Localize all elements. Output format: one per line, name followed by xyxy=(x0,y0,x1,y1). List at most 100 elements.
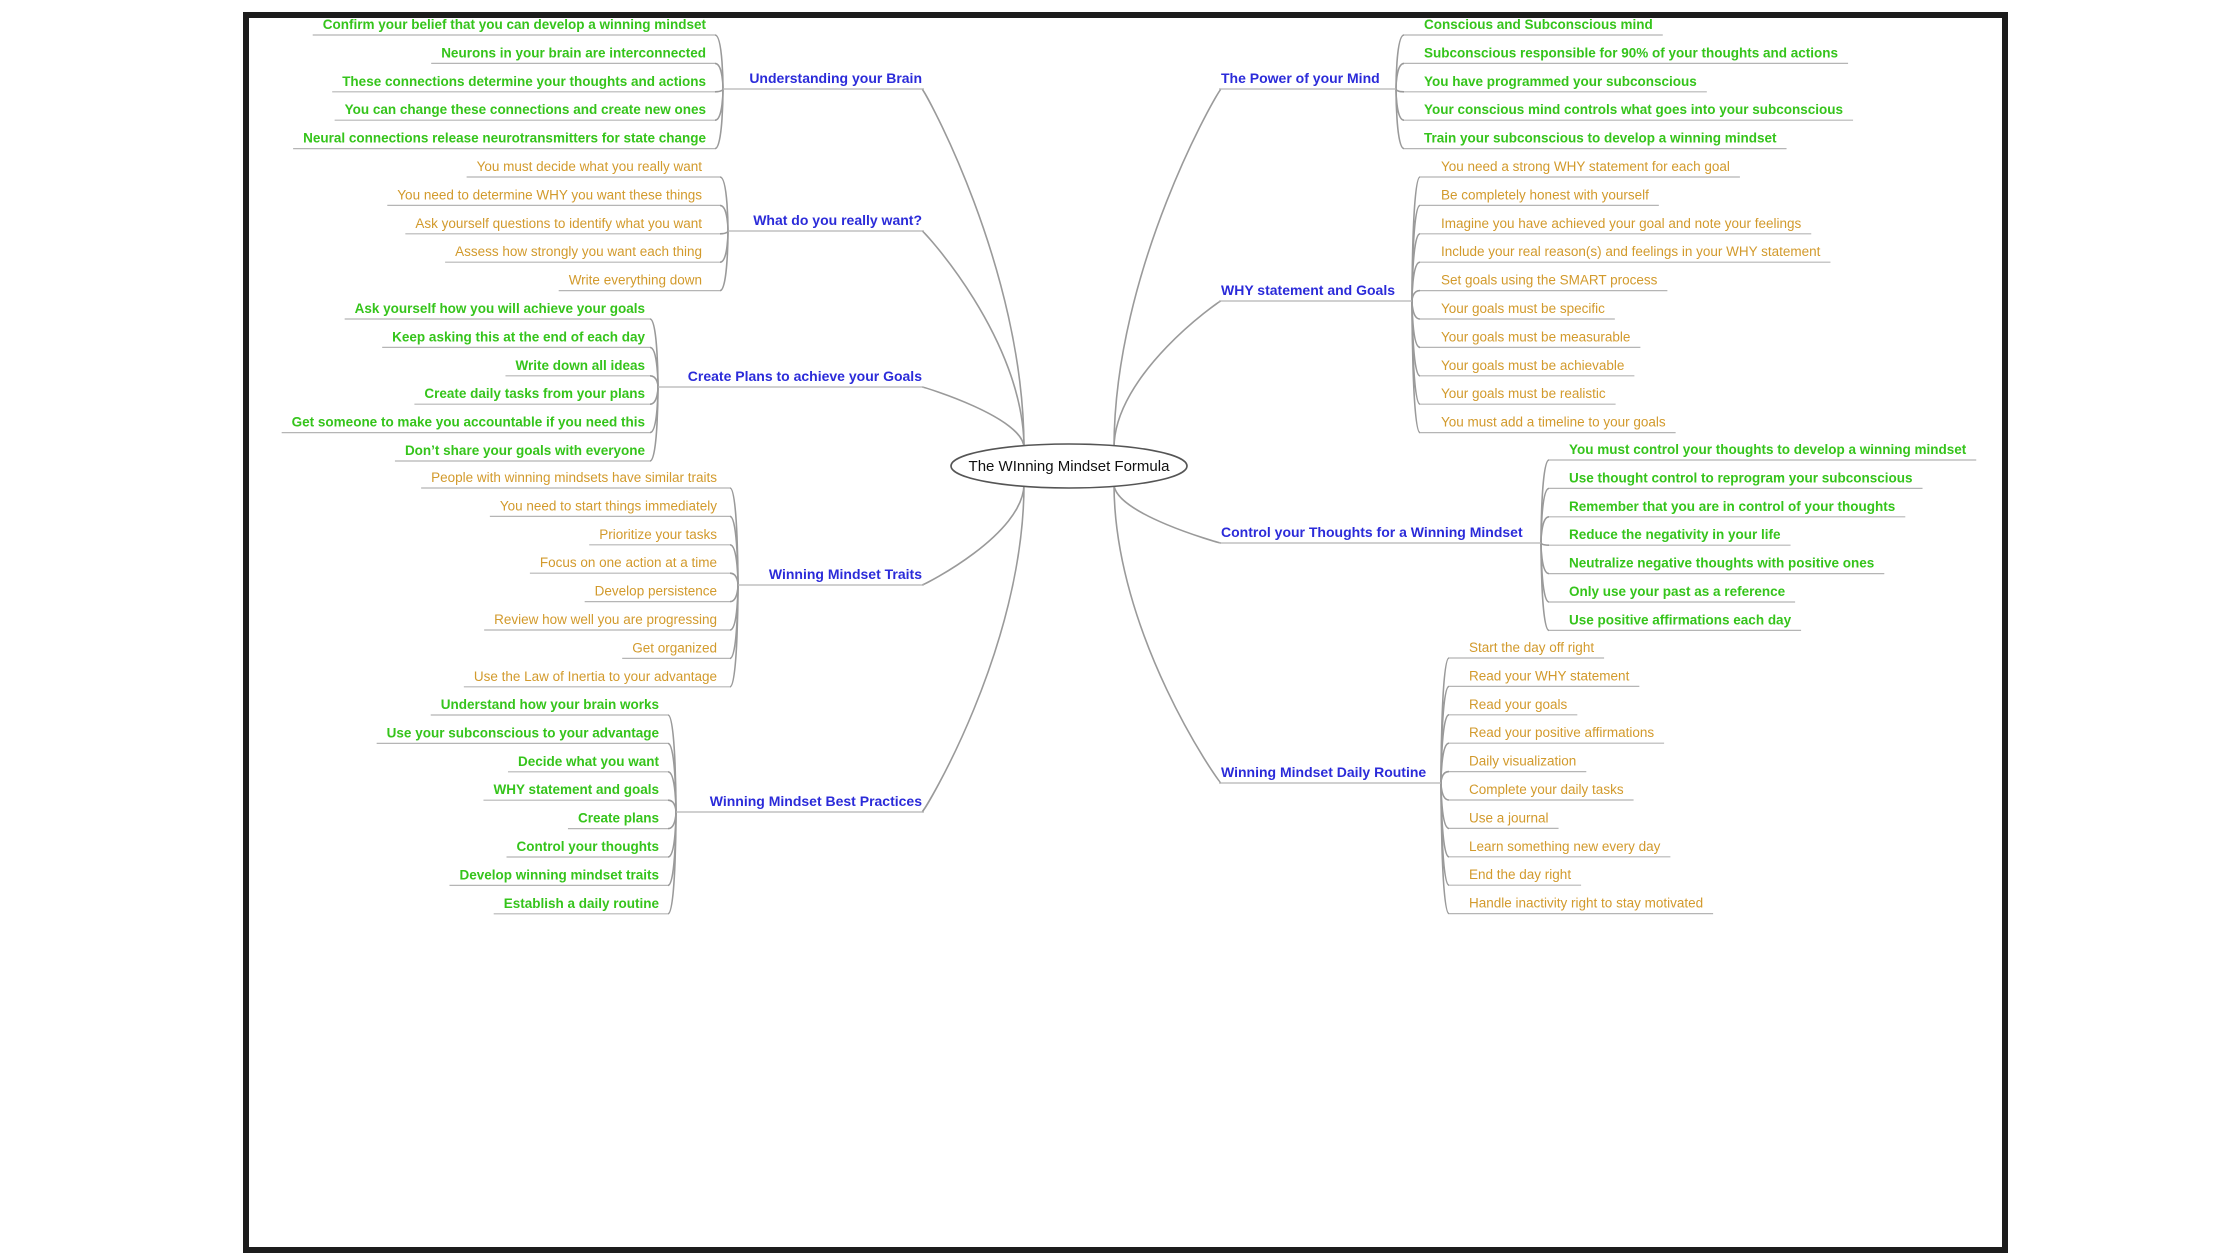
leaf-node[interactable]: Ask yourself questions to identify what … xyxy=(405,216,720,235)
leaf-node[interactable]: Control your thoughts xyxy=(506,839,668,858)
leaf-label: Train your subconscious to develop a win… xyxy=(1424,131,1777,146)
leaf-node[interactable]: Read your positive affirmations xyxy=(1449,725,1665,744)
leaf-node[interactable]: Read your WHY statement xyxy=(1449,668,1640,688)
leaf-node[interactable]: Create plans xyxy=(567,811,668,830)
leaf-node[interactable]: Develop winning mindset traits xyxy=(449,867,668,887)
leaf-node[interactable]: You have programmed your subconscious xyxy=(1404,74,1707,93)
leaf-label: You need to determine WHY you want these… xyxy=(397,187,702,202)
leaf-node[interactable]: Your goals must be measurable xyxy=(1420,329,1641,348)
leaf-node[interactable]: Complete your daily tasks xyxy=(1449,782,1634,801)
leaf-node[interactable]: Get organized xyxy=(622,640,730,660)
leaf-node[interactable]: People with winning mindsets have simila… xyxy=(421,470,730,489)
leaf-node[interactable]: Develop persistence xyxy=(584,584,730,603)
leaf-node[interactable]: You need to start things immediately xyxy=(489,498,730,518)
leaf-node[interactable]: Use a journal xyxy=(1449,810,1559,830)
leaf-label: Create daily tasks from your plans xyxy=(424,386,645,401)
leaf-node[interactable]: Set goals using the SMART process xyxy=(1420,273,1668,292)
leaf-node[interactable]: Remember that you are in control of your… xyxy=(1549,499,1906,518)
leaf-connector xyxy=(649,375,659,388)
leaf-node[interactable]: Read your goals xyxy=(1449,697,1578,716)
branch-control-your-thoughts-for-a-winning-mind[interactable]: Control your Thoughts for a Winning Mind… xyxy=(1219,442,1977,632)
leaf-node[interactable]: Ask yourself how you will achieve your g… xyxy=(344,301,650,320)
leaf-node[interactable]: Use positive affirmations each day xyxy=(1549,612,1802,632)
branch-winning-mindset-best-practices[interactable]: Winning Mindset Best Practices Understand… xyxy=(376,697,924,915)
leaf-node[interactable]: Reduce the negativity in your life xyxy=(1549,527,1791,546)
leaf-node[interactable]: Use your subconscious to your advantage xyxy=(376,725,668,745)
leaf-node[interactable]: Focus on one action at a time xyxy=(529,555,730,574)
leaf-node[interactable]: Your goals must be specific xyxy=(1420,301,1615,320)
leaf-label: You can change these connections and cre… xyxy=(345,102,706,117)
leaf-node[interactable]: Learn something new every day xyxy=(1449,839,1671,858)
leaf-label: Your conscious mind controls what goes i… xyxy=(1424,102,1843,117)
leaf-node[interactable]: Include your real reason(s) and feelings… xyxy=(1420,244,1831,263)
leaf-label: Get organized xyxy=(632,640,717,655)
leaf-node[interactable]: Confirm your belief that you can develop… xyxy=(312,17,715,36)
leaf-label: Complete your daily tasks xyxy=(1469,782,1624,797)
leaf-node[interactable]: End the day right xyxy=(1449,867,1582,886)
leaf-label: Keep asking this at the end of each day xyxy=(392,329,645,344)
leaf-node[interactable]: Your conscious mind controls what goes i… xyxy=(1404,102,1854,121)
leaf-node[interactable]: Write everything down xyxy=(558,273,720,292)
branch-label: What do you really want? xyxy=(753,212,922,228)
branch-connector xyxy=(921,483,1025,813)
root-node[interactable]: The WInning Mindset Formula xyxy=(950,443,1188,489)
leaf-node[interactable]: Only use your past as a reference xyxy=(1549,584,1796,603)
leaf-node[interactable]: You must decide what you really want xyxy=(466,159,720,178)
leaf-node[interactable]: Assess how strongly you want each thing xyxy=(445,244,720,263)
leaf-node[interactable]: Start the day off right xyxy=(1449,640,1605,659)
leaf-label: People with winning mindsets have simila… xyxy=(431,470,717,485)
leaf-node[interactable]: Neurons in your brain are interconnected xyxy=(431,45,715,65)
leaf-node[interactable]: Imagine you have achieved your goal and … xyxy=(1420,216,1812,235)
leaf-label: Reduce the negativity in your life xyxy=(1569,527,1781,542)
leaf-node[interactable]: You need a strong WHY statement for each… xyxy=(1420,159,1740,178)
leaf-node[interactable]: You must add a timeline to your goals xyxy=(1420,415,1676,434)
leaf-node[interactable]: You need to determine WHY you want these… xyxy=(387,187,720,206)
leaf-node[interactable]: Get someone to make you accountable if y… xyxy=(281,415,650,434)
leaf-node[interactable]: You must control your thoughts to develo… xyxy=(1549,442,1977,461)
branch-winning-mindset-daily-routine[interactable]: Winning Mindset Daily Routine Start the d… xyxy=(1219,640,1714,915)
leaf-label: Focus on one action at a time xyxy=(540,555,717,570)
leaf-node[interactable]: Create daily tasks from your plans xyxy=(414,386,650,405)
branch-label: Winning Mindset Daily Routine xyxy=(1221,764,1426,780)
leaf-node[interactable]: Train your subconscious to develop a win… xyxy=(1404,131,1787,150)
leaf-node[interactable]: Neural connections release neurotransmit… xyxy=(293,131,715,150)
branch-connector xyxy=(1113,88,1222,449)
leaf-node[interactable]: Your goals must be achievable xyxy=(1420,358,1635,377)
leaf-node[interactable]: Write down all ideas xyxy=(505,358,650,377)
leaf-node[interactable]: Use thought control to reprogram your su… xyxy=(1549,470,1923,489)
leaf-node[interactable]: WHY statement and goals xyxy=(483,782,668,801)
leaf-label: Create plans xyxy=(578,811,659,826)
leaf-node[interactable]: Handle inactivity right to stay motivate… xyxy=(1449,896,1714,915)
leaf-node[interactable]: Understand how your brain works xyxy=(430,697,668,716)
leaf-node[interactable]: Prioritize your tasks xyxy=(589,527,730,546)
leaf-node[interactable]: Decide what you want xyxy=(507,754,668,773)
leaf-node[interactable]: Neutralize negative thoughts with positi… xyxy=(1549,556,1885,575)
branch-what-do-you-really-want[interactable]: What do you really want? You must decide … xyxy=(387,159,924,292)
leaf-label: These connections determine your thought… xyxy=(342,74,706,89)
leaf-label: You must decide what you really want xyxy=(477,159,703,174)
leaf-node[interactable]: Use the Law of Inertia to your advantage xyxy=(463,669,730,688)
leaf-node[interactable]: You can change these connections and cre… xyxy=(334,102,715,121)
leaf-label: Start the day off right xyxy=(1469,640,1594,655)
leaf-node[interactable]: Daily visualization xyxy=(1449,754,1587,773)
leaf-label: Imagine you have achieved your goal and … xyxy=(1441,216,1801,231)
leaf-label: Be completely honest with yourself xyxy=(1441,187,1649,202)
leaf-label: Write down all ideas xyxy=(515,358,645,373)
leaf-label: Read your goals xyxy=(1469,697,1568,712)
leaf-node[interactable]: Conscious and Subconscious mind xyxy=(1404,17,1663,36)
leaf-node[interactable]: Your goals must be realistic xyxy=(1420,386,1616,405)
leaf-node[interactable]: Subconscious responsible for 90% of your… xyxy=(1404,45,1849,65)
leaf-node[interactable]: Establish a daily routine xyxy=(493,896,668,915)
leaf-node[interactable]: Review how well you are progressing xyxy=(484,612,730,631)
leaf-node[interactable]: Be completely honest with yourself xyxy=(1420,187,1659,206)
leaf-label: Your goals must be achievable xyxy=(1441,358,1624,373)
leaf-node[interactable]: Keep asking this at the end of each day xyxy=(382,329,650,348)
leaf-node[interactable]: These connections determine your thought… xyxy=(332,74,715,93)
branch-label: Winning Mindset Best Practices xyxy=(710,793,922,809)
leaf-node[interactable]: Don’t share your goals with everyone xyxy=(394,443,650,462)
